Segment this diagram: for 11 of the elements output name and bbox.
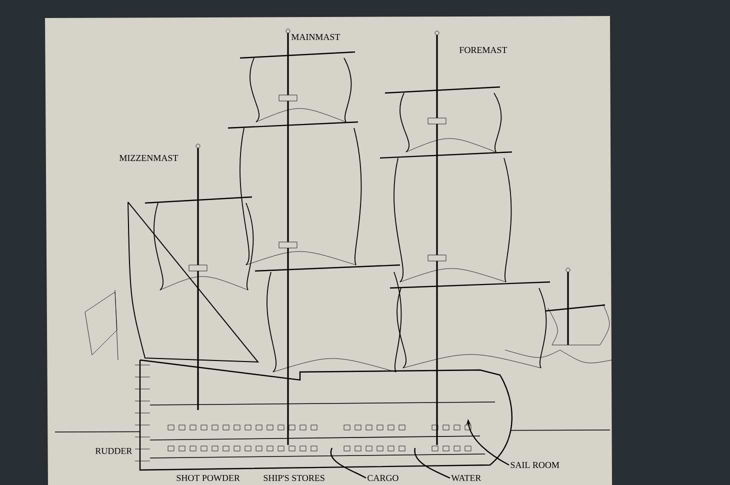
part-label: MAINMAST (291, 34, 340, 40)
part-label: SHOT POWDER (176, 474, 240, 482)
part-label: MIZZENMAST (119, 154, 178, 162)
part-label: WATER (451, 474, 482, 482)
leader-line (414, 448, 450, 479)
part-label: SAIL ROOM (510, 462, 560, 468)
leader-line (330, 448, 366, 479)
part-label: FOREMAST (459, 46, 508, 54)
part-label: CARGO (368, 474, 398, 482)
part-label: SHIP'S STORES (264, 474, 324, 482)
part-label: RUDDER (95, 448, 132, 454)
